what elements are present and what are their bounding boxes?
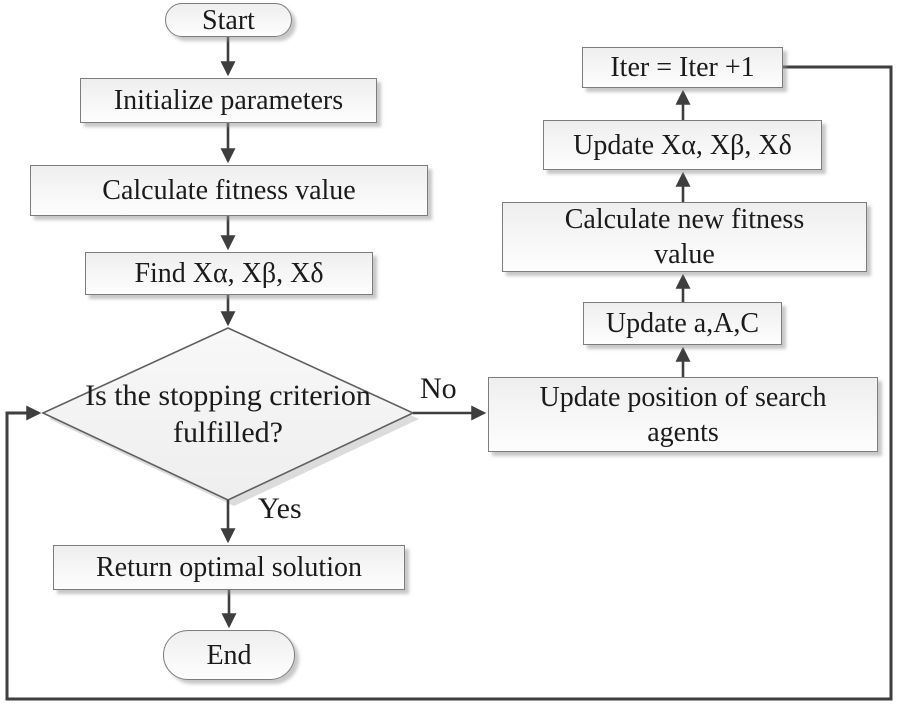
node-find-x-alpha-beta-delta: Find Xα, Xβ, Xδ	[85, 252, 373, 295]
node-initialize-parameters: Initialize parameters	[80, 78, 377, 123]
node-update-x-alpha-beta-delta: Update Xα, Xβ, Xδ	[543, 120, 822, 170]
node-update-a-A-C: Update a,A,C	[583, 302, 782, 345]
node-end: End	[163, 630, 295, 680]
node-start: Start	[165, 3, 292, 37]
node-return-optimal-solution: Return optimal solution	[53, 545, 405, 590]
node-calculate-fitness-value: Calculate fitness value	[30, 165, 428, 216]
edge-loop-iter-to-decision	[5, 65, 893, 701]
decision-label: Is the stopping criterion fulfilled?	[85, 379, 371, 449]
node-iter-increment: Iter = Iter +1	[582, 47, 783, 88]
node-calculate-new-fitness-value: Calculate new fitness value	[502, 202, 867, 272]
node-update-position-search-agents: Update position of search agents	[488, 377, 878, 452]
edge-label-no: No	[420, 372, 457, 405]
edge-label-yes: Yes	[258, 492, 302, 525]
